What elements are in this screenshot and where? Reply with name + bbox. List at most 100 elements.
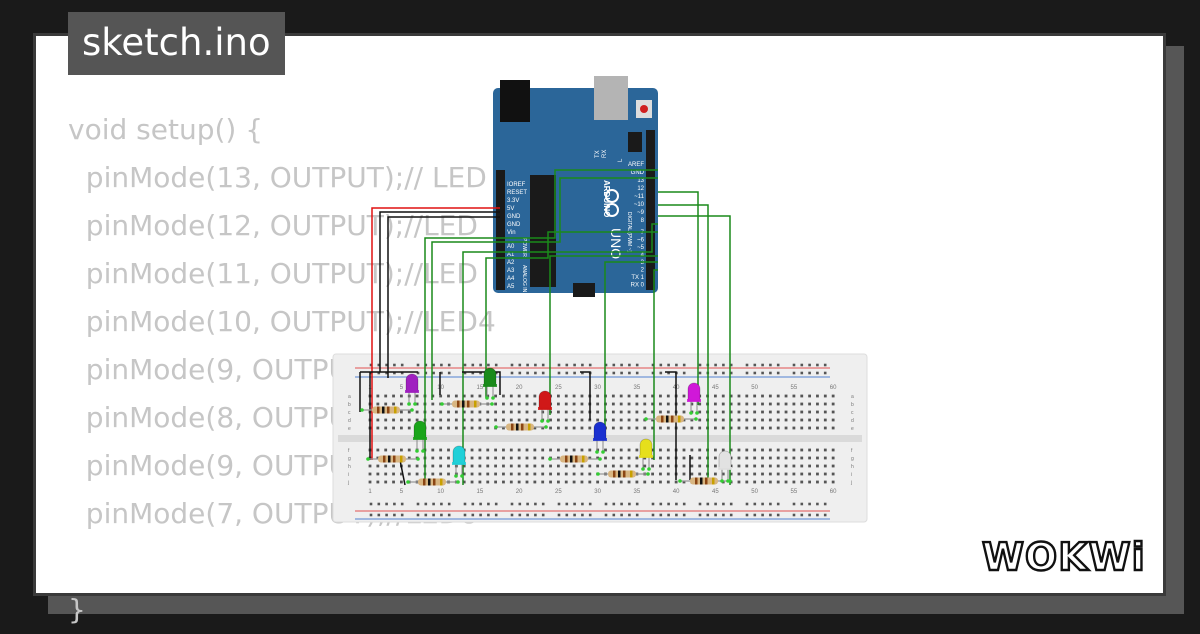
breadboard-hole[interactable]	[400, 394, 403, 398]
breadboard-hole[interactable]	[557, 448, 560, 452]
rail-hole[interactable]	[518, 363, 522, 367]
breadboard-hole[interactable]	[768, 394, 772, 398]
breadboard-hole[interactable]	[431, 418, 435, 422]
rail-hole[interactable]	[432, 502, 435, 506]
rail-hole[interactable]	[628, 371, 631, 375]
breadboard-hole[interactable]	[596, 402, 600, 406]
breadboard-hole[interactable]	[400, 472, 403, 476]
rail-hole[interactable]	[714, 363, 717, 367]
breadboard-hole[interactable]	[517, 472, 521, 476]
breadboard-hole[interactable]	[627, 402, 631, 406]
breadboard-hole[interactable]	[627, 410, 631, 414]
breadboard-hole[interactable]	[674, 480, 678, 484]
breadboard-hole[interactable]	[800, 448, 804, 452]
breadboard-hole[interactable]	[792, 480, 796, 484]
rail-hole[interactable]	[377, 502, 381, 506]
rail-hole[interactable]	[369, 371, 373, 375]
breadboard-hole[interactable]	[627, 394, 631, 398]
breadboard-hole[interactable]	[808, 464, 811, 468]
breadboard-hole[interactable]	[611, 418, 615, 422]
breadboard-hole[interactable]	[800, 464, 804, 468]
breadboard-hole[interactable]	[776, 426, 780, 430]
breadboard-hole[interactable]	[690, 472, 694, 476]
breadboard-hole[interactable]	[729, 472, 733, 476]
breadboard-hole[interactable]	[384, 402, 388, 406]
breadboard-hole[interactable]	[745, 394, 749, 398]
breadboard-hole[interactable]	[800, 472, 804, 476]
rail-hole[interactable]	[573, 371, 576, 375]
breadboard-hole[interactable]	[823, 410, 827, 414]
breadboard-hole[interactable]	[776, 394, 780, 398]
breadboard-hole[interactable]	[823, 394, 827, 398]
breadboard-hole[interactable]	[611, 448, 615, 452]
breadboard-hole[interactable]	[462, 418, 466, 422]
breadboard-hole[interactable]	[580, 418, 584, 422]
breadboard-hole[interactable]	[486, 480, 490, 484]
breadboard-hole[interactable]	[486, 426, 490, 430]
breadboard-hole[interactable]	[737, 402, 741, 406]
breadboard-hole[interactable]	[753, 426, 757, 430]
breadboard-hole[interactable]	[682, 448, 686, 452]
rail-hole[interactable]	[534, 502, 537, 506]
breadboard-hole[interactable]	[549, 418, 552, 422]
breadboard-hole[interactable]	[721, 410, 725, 414]
breadboard-hole[interactable]	[792, 464, 796, 468]
rail-hole[interactable]	[776, 513, 780, 517]
rail-hole[interactable]	[722, 371, 725, 375]
breadboard-hole[interactable]	[392, 464, 395, 468]
rail-hole[interactable]	[510, 363, 514, 367]
breadboard-hole[interactable]	[415, 410, 419, 414]
breadboard-hole[interactable]	[557, 410, 560, 414]
breadboard-hole[interactable]	[816, 402, 819, 406]
breadboard-hole[interactable]	[784, 464, 788, 468]
breadboard-hole[interactable]	[509, 464, 513, 468]
breadboard-hole[interactable]	[831, 472, 835, 476]
breadboard-hole[interactable]	[659, 448, 662, 452]
breadboard-hole[interactable]	[823, 448, 827, 452]
rail-hole[interactable]	[447, 363, 451, 367]
rail-hole[interactable]	[808, 502, 811, 506]
breadboard-hole[interactable]	[407, 472, 411, 476]
breadboard-hole[interactable]	[776, 410, 780, 414]
breadboard-hole[interactable]	[572, 464, 576, 468]
breadboard-hole[interactable]	[816, 394, 819, 398]
breadboard-hole[interactable]	[533, 472, 537, 476]
breadboard-hole[interactable]	[400, 480, 403, 484]
breadboard-hole[interactable]	[643, 402, 647, 406]
breadboard-hole[interactable]	[761, 402, 764, 406]
reset-button[interactable]	[640, 105, 648, 113]
breadboard-hole[interactable]	[462, 410, 466, 414]
breadboard-hole[interactable]	[784, 456, 788, 460]
breadboard-hole[interactable]	[745, 426, 749, 430]
rail-hole[interactable]	[557, 371, 561, 375]
breadboard-hole[interactable]	[486, 410, 490, 414]
breadboard-hole[interactable]	[494, 394, 497, 398]
breadboard-hole[interactable]	[635, 394, 639, 398]
breadboard-hole[interactable]	[486, 448, 490, 452]
breadboard-hole[interactable]	[682, 464, 686, 468]
breadboard-hole[interactable]	[745, 418, 749, 422]
breadboard-hole[interactable]	[470, 456, 474, 460]
rail-hole[interactable]	[494, 371, 498, 375]
breadboard-hole[interactable]	[761, 480, 764, 484]
breadboard-hole[interactable]	[572, 426, 576, 430]
breadboard-hole[interactable]	[525, 418, 529, 422]
breadboard-hole[interactable]	[659, 410, 662, 414]
led-green-1[interactable]	[413, 420, 427, 440]
breadboard-hole[interactable]	[698, 410, 702, 414]
breadboard-hole[interactable]	[415, 418, 419, 422]
rail-hole[interactable]	[816, 371, 819, 375]
breadboard-hole[interactable]	[753, 480, 757, 484]
rail-hole[interactable]	[487, 513, 490, 517]
breadboard-hole[interactable]	[729, 402, 733, 406]
rail-hole[interactable]	[526, 513, 529, 517]
breadboard-hole[interactable]	[651, 426, 654, 430]
rail-hole[interactable]	[745, 363, 749, 367]
rail-hole[interactable]	[792, 502, 796, 506]
breadboard-hole[interactable]	[753, 418, 757, 422]
breadboard-hole[interactable]	[761, 394, 764, 398]
rail-hole[interactable]	[722, 363, 725, 367]
breadboard-hole[interactable]	[439, 464, 443, 468]
breadboard-hole[interactable]	[502, 480, 505, 484]
rail-hole[interactable]	[565, 371, 569, 375]
